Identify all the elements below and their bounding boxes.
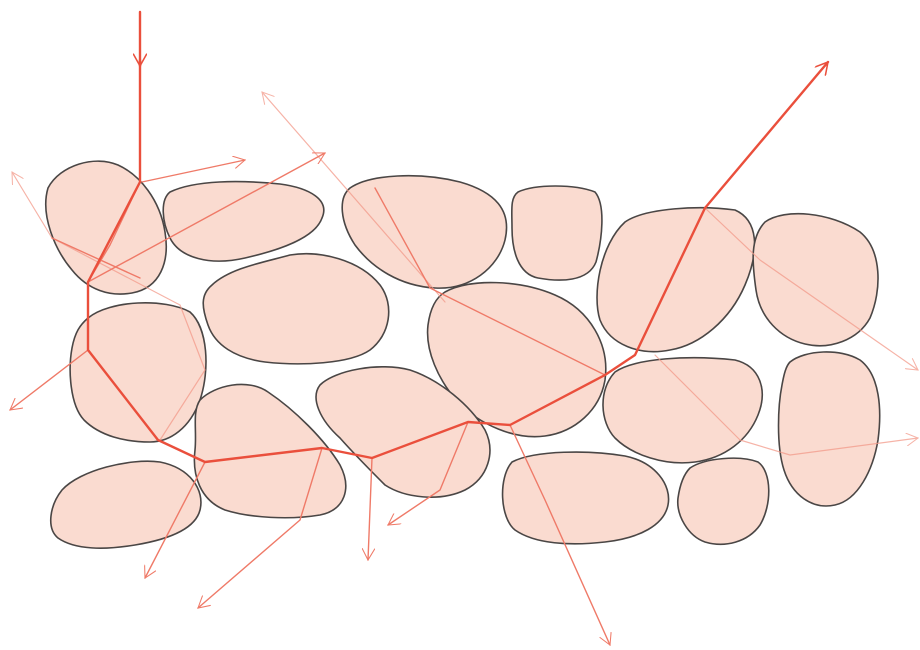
particle-13 xyxy=(779,352,880,506)
particle-9 xyxy=(70,303,206,442)
particle-3 xyxy=(342,176,506,288)
particle-4 xyxy=(512,186,602,280)
particle-6 xyxy=(753,214,878,346)
particle-2 xyxy=(163,182,324,261)
scatter-ray-top-right-1 xyxy=(142,160,245,182)
particle-5 xyxy=(597,208,755,352)
particle-16 xyxy=(678,458,769,544)
particles-group xyxy=(46,161,880,548)
particle-7 xyxy=(203,254,388,364)
particle-12 xyxy=(603,358,762,463)
particle-14 xyxy=(51,461,201,548)
particle-15 xyxy=(503,452,669,544)
scatter-ray-down xyxy=(368,458,372,560)
primary-ray-exit xyxy=(705,62,828,208)
